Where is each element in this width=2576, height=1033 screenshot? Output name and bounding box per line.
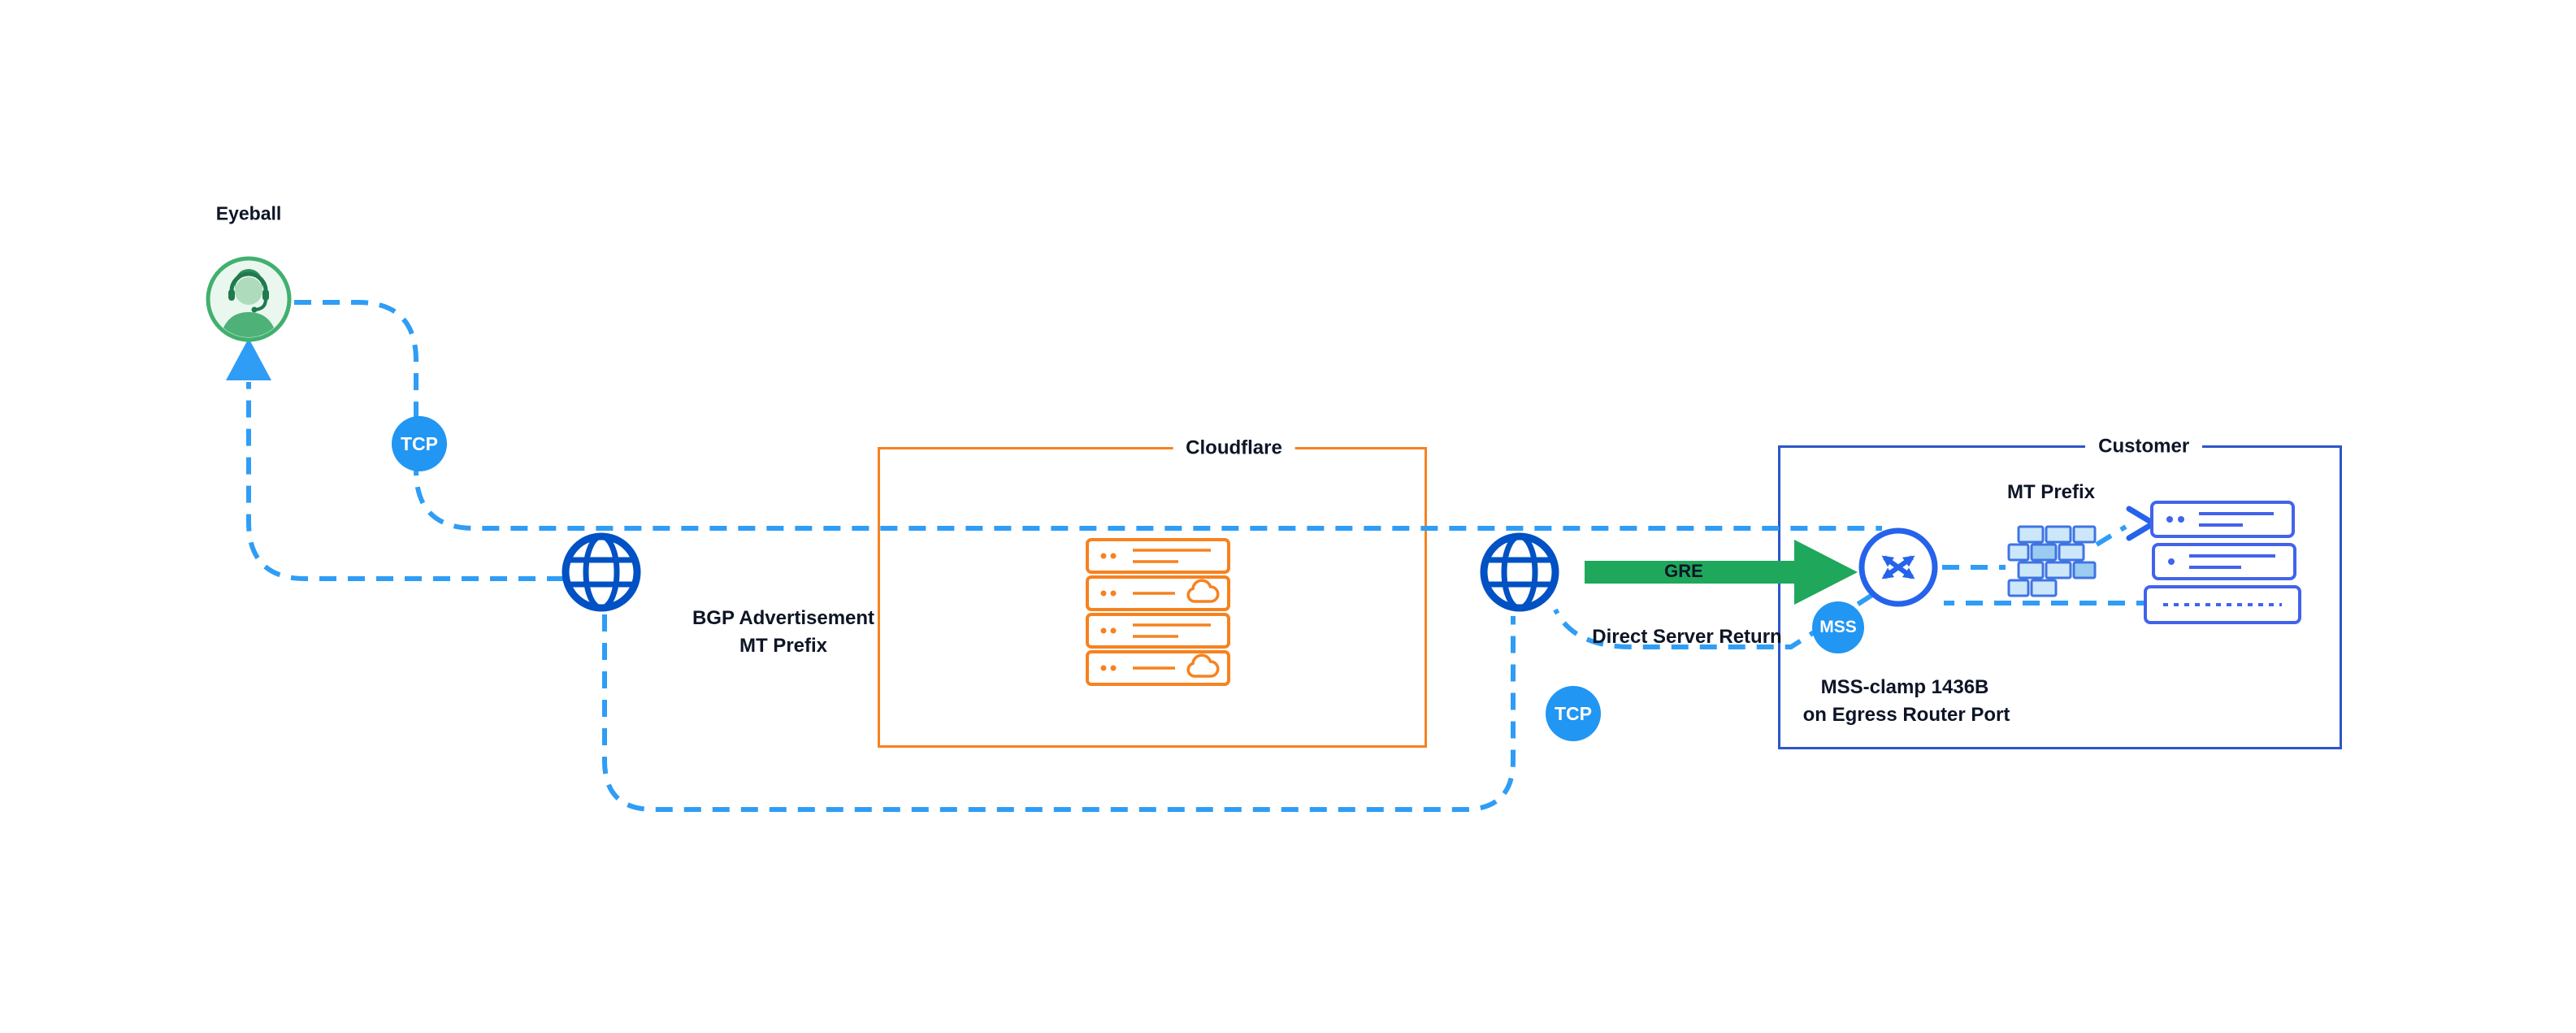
internet-globe-icon-left (566, 536, 637, 608)
gre-label: GRE (1664, 561, 1703, 581)
return-arrowhead (226, 338, 271, 380)
firewall-to-servers-segment (2095, 524, 2127, 547)
cloudflare-box: Cloudflare (878, 435, 1427, 748)
flow-paths (226, 300, 2153, 812)
return-path-right (1553, 592, 1874, 649)
bgp-advertisement-label-line1: BGP Advertisement (692, 607, 875, 629)
mt-prefix-label: MT Prefix (2006, 481, 2096, 503)
gre-arrow (1585, 540, 1858, 605)
bgp-advertisement-label-line2: MT Prefix (739, 635, 828, 657)
cloudflare-box-label: Cloudflare (1173, 435, 1295, 462)
cloudflare-server-stack-icon (1086, 538, 1230, 686)
return-path-left (246, 382, 564, 581)
firewall-icon (2007, 525, 2097, 597)
customer-box-label: Customer (2085, 433, 2203, 460)
cloud-icon (1186, 579, 1220, 603)
mss-badge: MSS (1812, 601, 1864, 653)
tcp-badge-left: TCP (392, 416, 447, 471)
mss-clamp-label-line1: MSS-clamp 1436B (1820, 676, 1989, 698)
direct-server-return-label: Direct Server Return (1592, 626, 1782, 648)
customer-server-stack-icon (2144, 501, 2301, 624)
cloud-icon (1186, 653, 1220, 678)
router-icon (1858, 527, 1938, 607)
eyeball-label: Eyeball (215, 202, 282, 224)
return-path-bottom (602, 614, 1516, 812)
internet-globe-icon-right (1484, 536, 1555, 608)
tcp-badge-right: TCP (1546, 686, 1601, 741)
customer-box: Customer (1778, 433, 2342, 749)
forward-path (294, 300, 1882, 531)
mss-clamp-label-line2: on Egress Router Port (1802, 704, 2010, 726)
chevron-right-icon (2126, 506, 2157, 541)
eyeball-user-icon (206, 256, 292, 342)
